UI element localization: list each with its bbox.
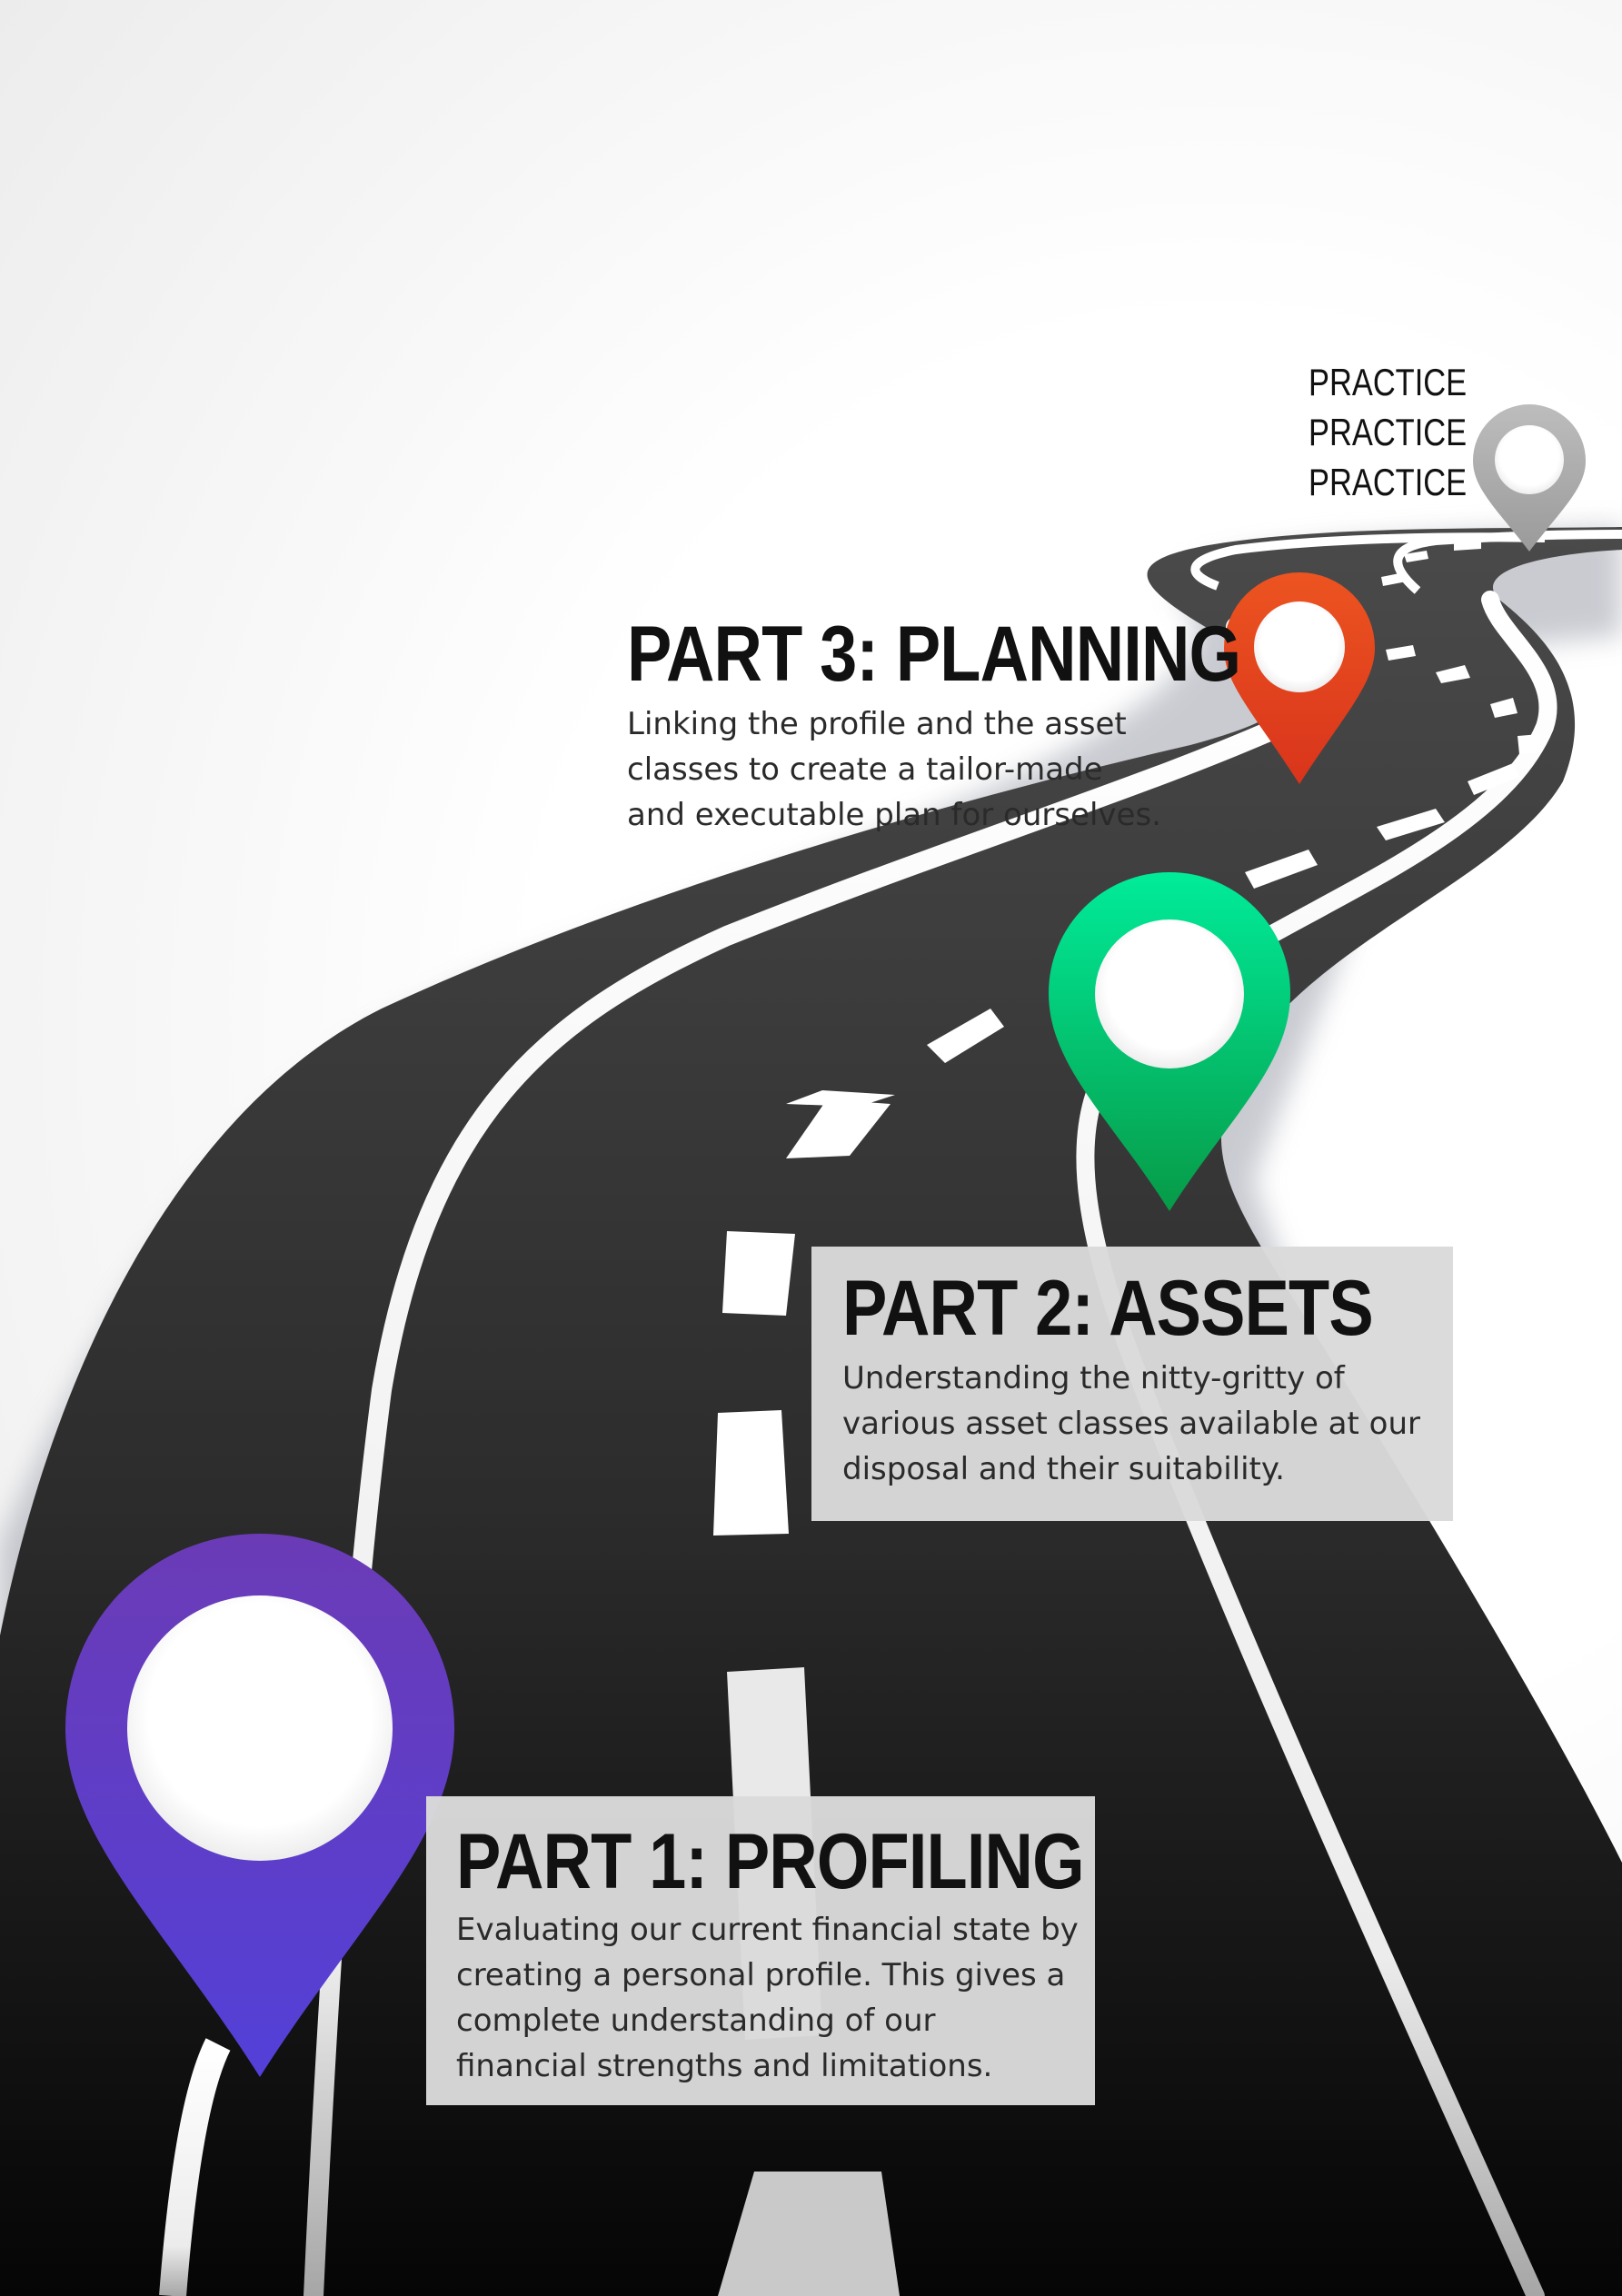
description-line: Evaluating our current financial state b… — [456, 1912, 1079, 1948]
description-line: financial strengths and limitations. — [456, 2048, 993, 2084]
part-1-title: PART 1: PROFILING — [456, 1818, 1085, 1905]
part-2-description: Understanding the nitty-gritty of variou… — [842, 1356, 1453, 1492]
marker-orange — [1224, 572, 1375, 784]
part-2-card: PART 2: ASSETS Understanding the nitty-g… — [811, 1247, 1453, 1521]
part-3-title: PART 3: PLANNING — [627, 611, 1241, 698]
description-line: complete understanding of our — [456, 2003, 936, 2039]
description-line: disposal and their suitability. — [842, 1451, 1285, 1487]
practice-line: PRACTICE — [1309, 461, 1468, 503]
part-3-card: PART 3: PLANNING Linking the profile and… — [627, 609, 1241, 838]
description-line: creating a personal profile. This gives … — [456, 1957, 1066, 1993]
marker-gray — [1473, 404, 1586, 552]
practice-label: PRACTICE PRACTICE PRACTICE — [1309, 357, 1501, 507]
practice-line: PRACTICE — [1309, 411, 1468, 453]
lane-dashes — [713, 542, 1540, 2296]
description-line: classes to create a tailor-made — [627, 751, 1103, 788]
part-1-description: Evaluating our current financial state b… — [456, 1907, 1095, 2089]
practice-line: PRACTICE — [1309, 361, 1468, 403]
description-line: Linking the profile and the asset — [627, 706, 1127, 742]
part-2-title: PART 2: ASSETS — [842, 1265, 1374, 1352]
part-3-description: Linking the profile and the asset classe… — [627, 701, 1172, 838]
description-line: various asset classes available at our — [842, 1406, 1420, 1442]
part-1-card: PART 1: PROFILING Evaluating our current… — [426, 1796, 1095, 2105]
description-line: and executable plan for ourselves. — [627, 797, 1161, 833]
marker-green — [1049, 872, 1290, 1211]
marker-purple — [65, 1534, 454, 2077]
description-line: Understanding the nitty-gritty of — [842, 1360, 1345, 1396]
